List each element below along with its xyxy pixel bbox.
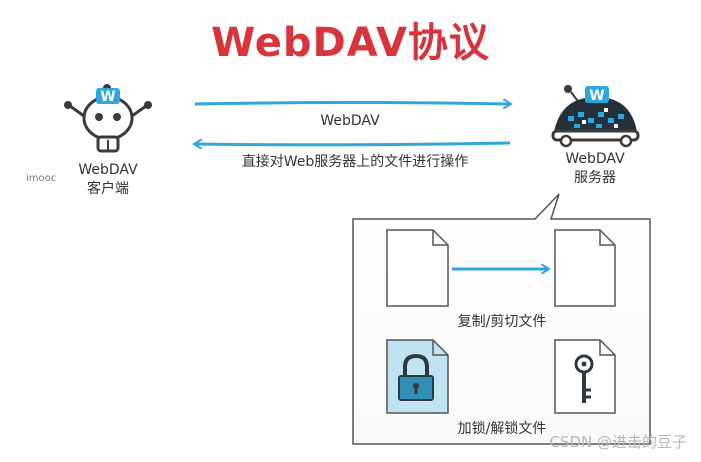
page-title: WebDAV协议 — [211, 20, 490, 66]
server-badge-icon — [585, 86, 609, 103]
corner-watermark: CSDN @进击的豆子 — [549, 433, 687, 451]
request-arrow — [194, 103, 510, 105]
copied-document-icon — [554, 229, 616, 307]
server-role: 服务器 — [574, 170, 616, 186]
document-icon — [386, 229, 449, 307]
locked-document-icon — [386, 339, 449, 414]
svg-text:W: W — [100, 89, 115, 105]
key-document-icon — [554, 339, 616, 414]
bottom-arrow-label: 直接对Web服务器上的文件进行操作 — [241, 154, 469, 170]
client-robot-icon: W — [64, 84, 152, 153]
server-name: WebDAV — [565, 151, 625, 167]
server-robot-icon: W — [551, 85, 640, 148]
client-badge-icon — [96, 88, 120, 104]
response-arrow — [195, 143, 511, 145]
lock-caption: 加锁/解锁文件 — [457, 421, 547, 437]
lock-icon — [398, 353, 434, 401]
side-watermark: imooc — [26, 173, 57, 184]
client-role: 客户端 — [87, 181, 129, 197]
key-icon — [574, 354, 594, 403]
svg-text:W: W — [589, 88, 604, 104]
client-name: WebDAV — [78, 162, 138, 178]
top-arrow-label: WebDAV — [320, 113, 380, 129]
copy-caption: 复制/剪切文件 — [457, 314, 547, 330]
